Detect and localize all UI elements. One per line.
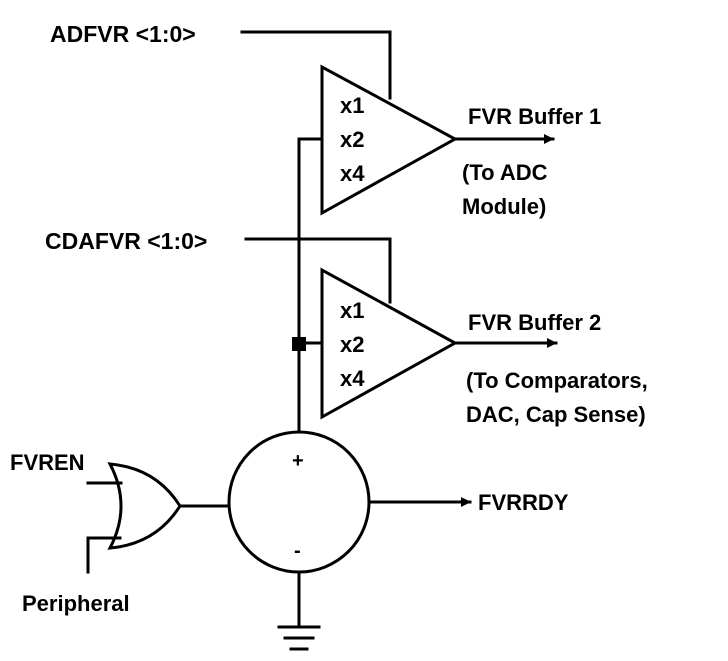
peripheral-input-wire <box>86 536 122 574</box>
buffer2-gain-x2: x2 <box>340 332 364 357</box>
adfvr-label: ADFVR <1:0> <box>50 21 196 47</box>
ground-icon <box>277 570 321 651</box>
buffer1-note-line2: Module) <box>462 194 546 219</box>
comparator-plus-sign: + <box>292 450 304 472</box>
buffer2-note-line2: DAC, Cap Sense) <box>466 402 646 427</box>
buffer1-note-line1: (To ADC <box>462 160 548 185</box>
buffer2-output-label: FVR Buffer 2 <box>468 310 601 335</box>
fvr-buffer-1 <box>320 64 459 216</box>
buffer1-output-label: FVR Buffer 1 <box>468 104 601 129</box>
or-gate <box>107 462 182 550</box>
buffer2-gain-x1: x1 <box>340 298 364 323</box>
adfvr-select-wire <box>240 30 392 100</box>
junction-dot <box>292 337 306 351</box>
cdafvr-label: CDAFVR <1:0> <box>45 228 207 254</box>
peripheral-label: Peripheral <box>22 591 130 616</box>
fvren-label: FVREN <box>10 450 85 475</box>
fvr-buffer-2 <box>320 267 459 420</box>
cdafvr-select-wire <box>244 237 392 304</box>
buffer2-note-line1: (To Comparators, <box>466 368 648 393</box>
comparator-minus-sign: - <box>294 540 301 562</box>
buffer1-gain-x4: x4 <box>340 161 365 186</box>
buffer2-gain-x4: x4 <box>340 366 365 391</box>
buffer1-gain-x1: x1 <box>340 93 364 118</box>
reference-voltage-wire <box>297 137 324 434</box>
fvrrdy-label: FVRRDY <box>478 490 569 515</box>
buffer1-gain-x2: x2 <box>340 127 364 152</box>
